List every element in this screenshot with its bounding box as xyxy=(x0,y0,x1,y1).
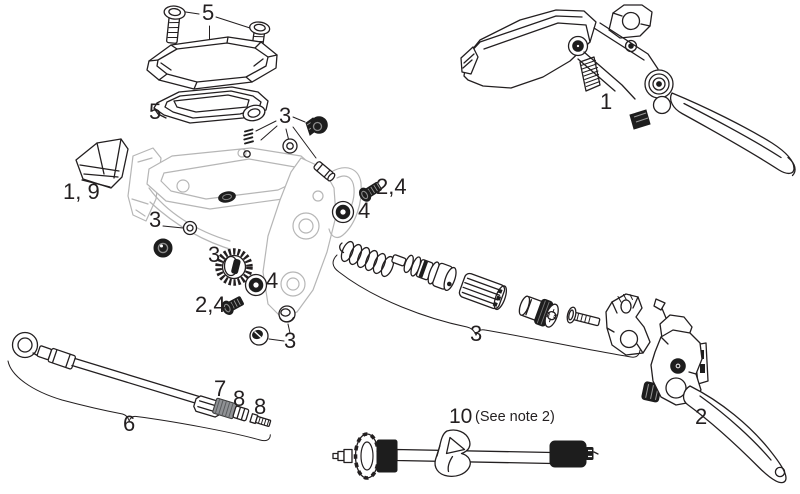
callout-clamp-kit: 1, 9 xyxy=(63,179,100,204)
piston-sleeve xyxy=(458,272,508,311)
bleed-screw-plug xyxy=(305,116,328,136)
lever-pivot-bearing xyxy=(331,200,355,224)
callout-bushings: 3 xyxy=(284,328,297,353)
callout-lever-assembly: 1 xyxy=(600,89,613,114)
leader-lines xyxy=(162,10,317,342)
callout-top-hardware: 3 xyxy=(279,103,292,128)
gear-bolt xyxy=(221,296,244,315)
callout-hose-fitting: 7 xyxy=(214,376,227,401)
compression-fitting xyxy=(249,413,272,428)
lever-assembly xyxy=(460,4,796,177)
lever-pivot-bolt xyxy=(358,181,382,202)
gear-bearing xyxy=(244,273,268,297)
adjuster-knob xyxy=(518,295,559,328)
internals-kit-bracket xyxy=(332,254,641,358)
reach-adjust-gear xyxy=(215,248,253,286)
callout-bleed-fitting: 10 xyxy=(449,405,473,428)
callout-gear-bolt: 2,4 xyxy=(195,292,226,317)
lever-body-ghost xyxy=(127,147,362,318)
callout-lever-blade: 2 xyxy=(695,404,708,429)
hose-bracket xyxy=(7,360,271,442)
callout-bladder: 5 xyxy=(149,99,162,124)
detent-ball xyxy=(243,150,251,158)
master-piston xyxy=(391,254,457,291)
top-washer xyxy=(282,138,298,154)
callout-hose: 6 xyxy=(123,411,136,436)
set-screw-spring xyxy=(243,128,254,145)
cover-screw-left xyxy=(163,5,186,44)
brake-hose xyxy=(11,331,204,406)
pivot-bushing-lower xyxy=(249,326,269,346)
callout-bleed-note: (See note 2) xyxy=(475,409,555,425)
hose-barb xyxy=(232,405,250,422)
reservoir-cover xyxy=(146,36,278,90)
cam-bolt xyxy=(566,306,601,327)
callout-compression-fitting: 8 xyxy=(254,394,267,419)
cam-link xyxy=(605,293,651,356)
callout-cover-screws: 5 xyxy=(202,0,215,25)
pivot-bushing-upper xyxy=(278,305,296,323)
callout-lever-bolt: 2,4 xyxy=(376,174,407,199)
callout-body-grommet: 3 xyxy=(149,207,162,232)
lever-blade xyxy=(641,298,787,484)
bleed-fitting-tool xyxy=(332,429,599,480)
callout-adjust-gear: 3 xyxy=(208,242,221,267)
reservoir-bladder xyxy=(153,86,269,124)
pivot-pin xyxy=(313,161,336,182)
callout-gear-bearing: 4 xyxy=(266,268,279,293)
callout-hose-barb: 8 xyxy=(233,386,246,411)
clamp-faceplate xyxy=(75,138,129,189)
body-grommet xyxy=(153,220,198,258)
callout-internals-kit: 3 xyxy=(470,321,483,346)
callout-lever-bearing: 4 xyxy=(358,198,371,223)
piston-return-spring xyxy=(339,240,395,278)
